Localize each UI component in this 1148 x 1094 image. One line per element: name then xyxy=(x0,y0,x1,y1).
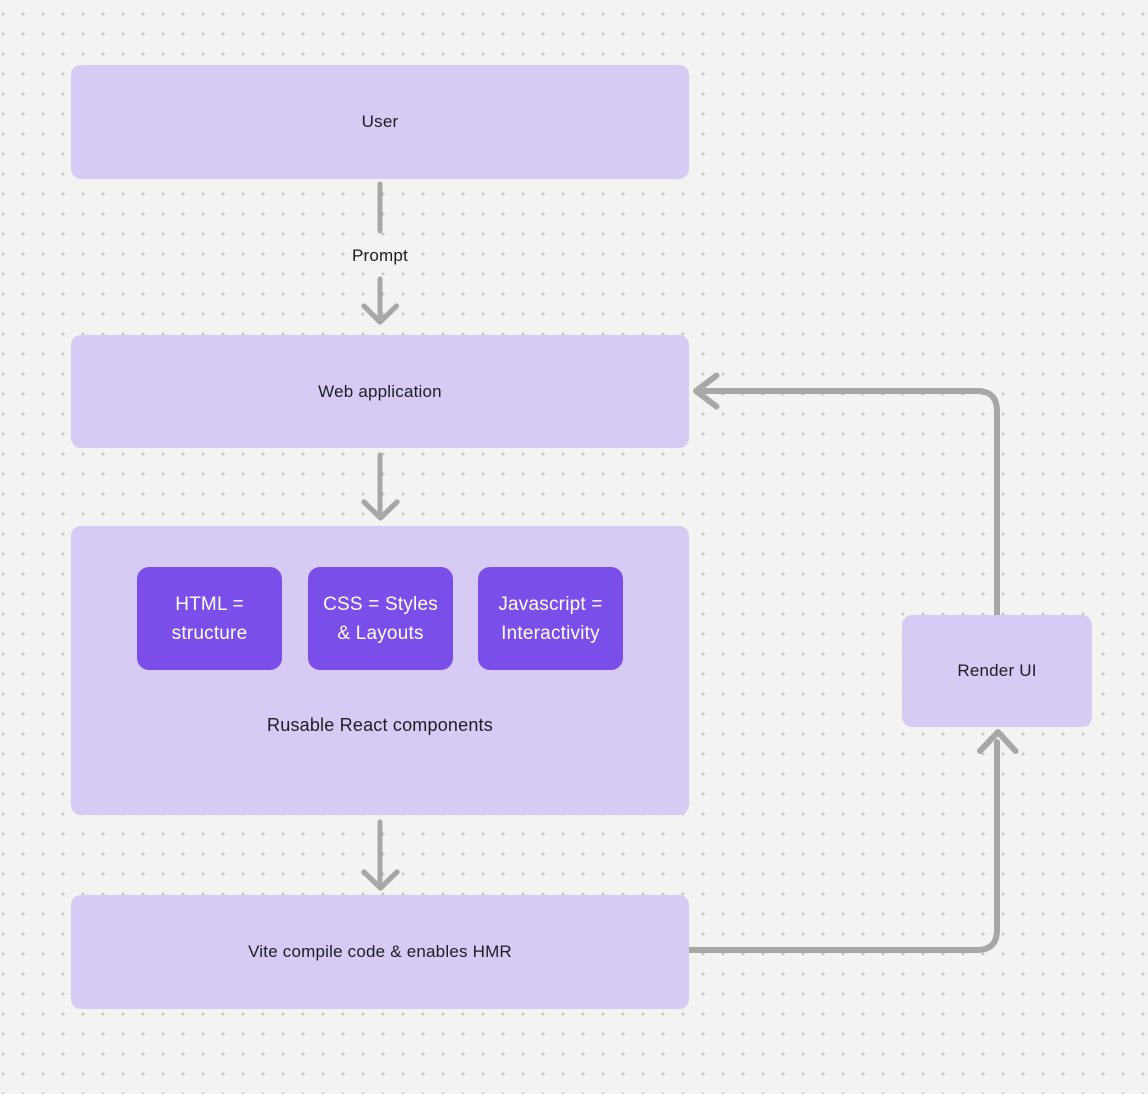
node-web-application[interactable]: Web application xyxy=(71,335,689,448)
edge-vite-to-renderui-line xyxy=(686,739,1000,953)
chip-html[interactable]: HTML = structure xyxy=(137,567,282,670)
node-components-group[interactable]: HTML = structure CSS = Styles & Layouts … xyxy=(71,526,689,815)
node-web-application-label: Web application xyxy=(318,381,442,401)
edge-renderui-to-webapp-line xyxy=(700,388,1000,619)
node-user-label: User xyxy=(361,112,399,131)
node-render-ui[interactable]: Render UI xyxy=(902,615,1092,727)
node-vite[interactable]: Vite compile code & enables HMR xyxy=(71,895,689,1009)
arrowhead-up-renderui-icon xyxy=(977,729,1019,754)
chip-javascript[interactable]: Javascript = Interactivity xyxy=(478,567,623,670)
arrowhead-down-components-icon xyxy=(361,499,400,521)
arrowhead-left-webapp-icon xyxy=(693,372,720,410)
chip-css[interactable]: CSS = Styles & Layouts xyxy=(308,567,453,670)
chip-css-label: CSS = Styles & Layouts xyxy=(323,593,438,644)
arrowhead-down-webapp-icon xyxy=(361,303,400,325)
components-group-caption: Rusable React components xyxy=(267,715,493,735)
edge-label-prompt: Prompt xyxy=(352,246,408,265)
arrowhead-down-vite-icon xyxy=(361,869,400,891)
node-user[interactable]: User xyxy=(71,65,689,179)
chip-javascript-label: Javascript = Interactivity xyxy=(498,593,603,644)
chip-html-label: HTML = structure xyxy=(171,593,248,644)
node-render-ui-label: Render UI xyxy=(957,661,1037,680)
node-vite-label: Vite compile code & enables HMR xyxy=(248,942,512,961)
